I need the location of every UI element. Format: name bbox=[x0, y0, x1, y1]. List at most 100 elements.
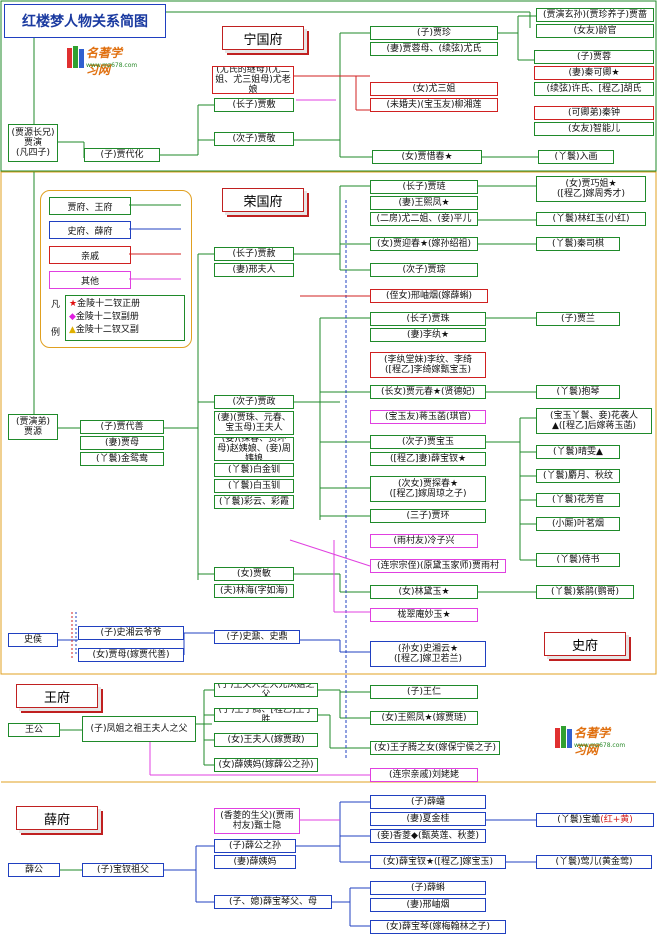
node-xiangling: (妾)香菱◆(甄英莲、秋菱) bbox=[370, 829, 486, 843]
chart-title: 红楼梦人物关系简图 bbox=[4, 4, 166, 38]
node-wangzisheng-nv: (女)王子腾之女(嫁保宁侯之子) bbox=[370, 741, 500, 755]
node-sheyue: (丫鬟)麝月、秋纹 bbox=[536, 469, 620, 483]
node-xueke: (子)薛蝌 bbox=[370, 881, 486, 895]
node-jiangyuhan: (宝玉友)蒋玉菡(琪官) bbox=[370, 410, 486, 424]
node-zhinenger: (女友)智能儿 bbox=[534, 122, 654, 136]
logo-text: 名著学习网 bbox=[574, 726, 611, 757]
node-ruhua: (丫鬟)入画 bbox=[538, 150, 614, 164]
node-yuanyang: (丫鬟)金鸳鸯 bbox=[80, 452, 164, 466]
section-wangfu: 王府 bbox=[16, 684, 98, 708]
node-caiyun: (丫鬟)彩云、彩霞 bbox=[214, 495, 294, 509]
legend-title-2: 例 bbox=[51, 328, 61, 338]
node-baochai-wife: ([程乙]妻)薛宝钗★ bbox=[370, 452, 486, 466]
node-miaoyu: 栊翠庵妙玉★ bbox=[370, 608, 478, 622]
node-xiren: (宝玉丫鬟、妾)花袭人 ▲([程乙]后嫁蒋玉菡) bbox=[536, 408, 652, 434]
node-jialan: (子)贾兰 bbox=[536, 312, 620, 326]
node-jiazheng: (次子)贾政 bbox=[214, 395, 294, 409]
legend-mark-sub: ◆金陵十二钗副册 bbox=[69, 312, 139, 322]
node-qingwen: (丫鬟)晴雯▲ bbox=[536, 445, 620, 459]
node-baoyu: (次子)贾宝玉 bbox=[370, 435, 486, 449]
node-wangren: (子)王仁 bbox=[370, 685, 478, 699]
node-xiangyun-yeye: (子)史湘云爷爷 bbox=[78, 626, 184, 640]
node-liuxianglian: (未婚夫)(宝玉友)柳湘莲 bbox=[370, 98, 498, 112]
node-xuepan: (子)薛蟠 bbox=[370, 795, 486, 809]
legend-mark-main: ★金陵十二钗正册 bbox=[69, 299, 141, 309]
node-jiacong: (次子)贾琮 bbox=[370, 263, 478, 277]
node-yingchun: (女)贾迎春★(嫁孙绍祖) bbox=[370, 237, 478, 251]
node-jiarong: (子)贾蓉 bbox=[534, 50, 654, 64]
legend-item-shi-xue: 史府、薛府 bbox=[49, 221, 131, 239]
node-yuanchun: (长女)贾元春★(贤德妃) bbox=[370, 385, 486, 399]
node-pinger: (二房)尤二姐、(妾)平儿 bbox=[370, 212, 478, 226]
node-liwen-liqi: (李纨堂妹)李纹、李绮 ([程乙]李绮嫁甄宝玉) bbox=[370, 352, 486, 378]
node-wangzisheng: (子)王子腾、[程乙]王子胜 bbox=[214, 708, 318, 722]
node-xueyima-wang: (女)薛姨妈(嫁薛公之孙) bbox=[214, 758, 318, 772]
node-youlaoniang: (尤氏的继母)(尤二姐、尤三姐母)尤老娘 bbox=[212, 66, 294, 94]
node-shishu: (丫鬟)侍书 bbox=[536, 553, 620, 567]
node-tanchun: (次女)贾探春★ ([程乙]嫁周琼之子) bbox=[370, 476, 486, 502]
node-linruhai: (夫)林海(字如海) bbox=[214, 584, 294, 598]
legend-item-relatives: 亲戚 bbox=[49, 246, 131, 264]
logo-url: www.mz678.com bbox=[574, 742, 626, 749]
node-jiazhen: (子)贾珍 bbox=[370, 26, 498, 40]
node-liwan: (妻)李纨★ bbox=[370, 328, 486, 342]
node-jialian: (长子)贾琏 bbox=[370, 180, 478, 194]
node-jiahuan: (三子)贾环 bbox=[370, 509, 486, 523]
node-jiamu: (妻)贾母 bbox=[80, 436, 164, 450]
node-wang-zufu: (子)凤姐之祖王夫人之父 bbox=[82, 716, 196, 742]
node-qinzhong: (可卿弟)秦钟 bbox=[534, 106, 654, 120]
node-xushi: (续弦)许氏、[程乙]胡氏 bbox=[534, 82, 654, 96]
node-lengzixing: (雨村友)冷子兴 bbox=[370, 534, 478, 548]
site-logo: 名著学习网 www.mz678.com bbox=[66, 42, 137, 77]
legend-title-1: 凡 bbox=[51, 300, 61, 310]
node-xingfuren: (妻)邢夫人 bbox=[214, 263, 294, 277]
node-qiaojie: (女)贾巧姐★ ([程乙]嫁周秀才) bbox=[536, 176, 646, 202]
node-daiyu: (女)林黛玉★ bbox=[370, 585, 478, 599]
node-wang-daxiong: (子)王夫人之大兄凤姐之父 bbox=[214, 683, 318, 697]
node-wangfuren: (妻)(贾珠、元春、宝玉母)王夫人 bbox=[214, 411, 294, 435]
legend-marks: ★金陵十二钗正册 ◆金陵十二钗副册 ▲金陵十二钗又副 bbox=[65, 295, 185, 341]
node-yuchuan: (丫鬟)白玉钏 bbox=[214, 479, 294, 493]
node-yousanjie: (女)尤三姐 bbox=[370, 82, 498, 96]
node-jiafu: (长子)贾敷 bbox=[214, 98, 294, 112]
node-baoqin-xue: (女)薛宝琴(嫁梅翰林之子) bbox=[370, 920, 506, 934]
node-xingxiuyan-xue: (妻)邢岫烟 bbox=[370, 898, 486, 912]
node-xiangyun: (孙女)史湘云★ ([程乙]嫁卫若兰) bbox=[370, 641, 486, 667]
baochan-note: (红+黄) bbox=[600, 815, 633, 825]
node-liulaolao: (连宗亲戚)刘姥姥 bbox=[370, 768, 478, 782]
node-baoqin: (丫鬟)抱琴 bbox=[536, 385, 620, 399]
section-xuefu: 薛府 bbox=[16, 806, 98, 830]
node-linguan: (女友)龄官 bbox=[536, 24, 654, 38]
node-zhaoyiniang: (妾)(探春、贾环母)赵姨娘、(妾)周姨娘 bbox=[214, 437, 294, 461]
node-xingxiuyan: (侄女)邢岫烟(嫁薛蝌) bbox=[370, 289, 488, 303]
section-ningguo: 宁国府 bbox=[222, 26, 304, 50]
node-baochai-zufu: (子)宝钗祖父 bbox=[82, 863, 164, 877]
books-icon bbox=[67, 46, 84, 68]
node-xueqin-parents: (子、媳)薛宝琴父、母 bbox=[214, 895, 332, 909]
node-youshi: (妻)贾蓉母、(续弦)尤氏 bbox=[370, 42, 498, 56]
node-linhongyu: (丫鬟)林红玉(小红) bbox=[536, 212, 646, 226]
node-zhenshiyin: (香菱的生父)(贾雨村友)甄士隐 bbox=[214, 808, 300, 834]
node-xuegong: 薛公 bbox=[8, 863, 60, 877]
legend-item-jia-wang: 贾府、王府 bbox=[49, 197, 131, 215]
node-xiajingui: (妻)夏金桂 bbox=[370, 812, 486, 826]
node-shihou: 史侯 bbox=[8, 633, 58, 647]
legend-swatches bbox=[129, 204, 181, 280]
legend-mark-extra: ▲金陵十二钗又副 bbox=[69, 325, 139, 335]
node-wanggong: 王公 bbox=[8, 723, 60, 737]
node-mingyan: (小厮)叶茗烟 bbox=[536, 517, 620, 531]
baochan-label: (丫鬟)宝蟾 bbox=[557, 815, 601, 825]
node-jiamin: (女)贾敏 bbox=[214, 567, 294, 581]
node-zijuan: (丫鬟)紫鹃(鹦哥) bbox=[536, 585, 634, 599]
node-jiayan: (贾源长兄) 贾演 (凡四子) bbox=[8, 124, 58, 162]
section-rongguo: 荣国府 bbox=[222, 188, 304, 212]
node-yinger: (丫鬟)莺儿(黄金莺) bbox=[536, 855, 652, 869]
legend-item-other: 其他 bbox=[49, 271, 131, 289]
node-jiayuan: (贾演弟) 贾源 bbox=[8, 414, 58, 440]
node-xifeng-wang: (女)王熙凤★(嫁贾琏) bbox=[370, 711, 478, 725]
node-jiashe: (长子)贾赦 bbox=[214, 247, 294, 261]
node-daihua: (子)贾代化 bbox=[84, 148, 160, 162]
legend: 贾府、王府 史府、薛府 亲戚 其他 凡 例 ★金陵十二钗正册 ◆金陵十二钗副册 … bbox=[40, 190, 192, 348]
node-qinkeqing: (妻)秦可卿★ bbox=[534, 66, 654, 80]
